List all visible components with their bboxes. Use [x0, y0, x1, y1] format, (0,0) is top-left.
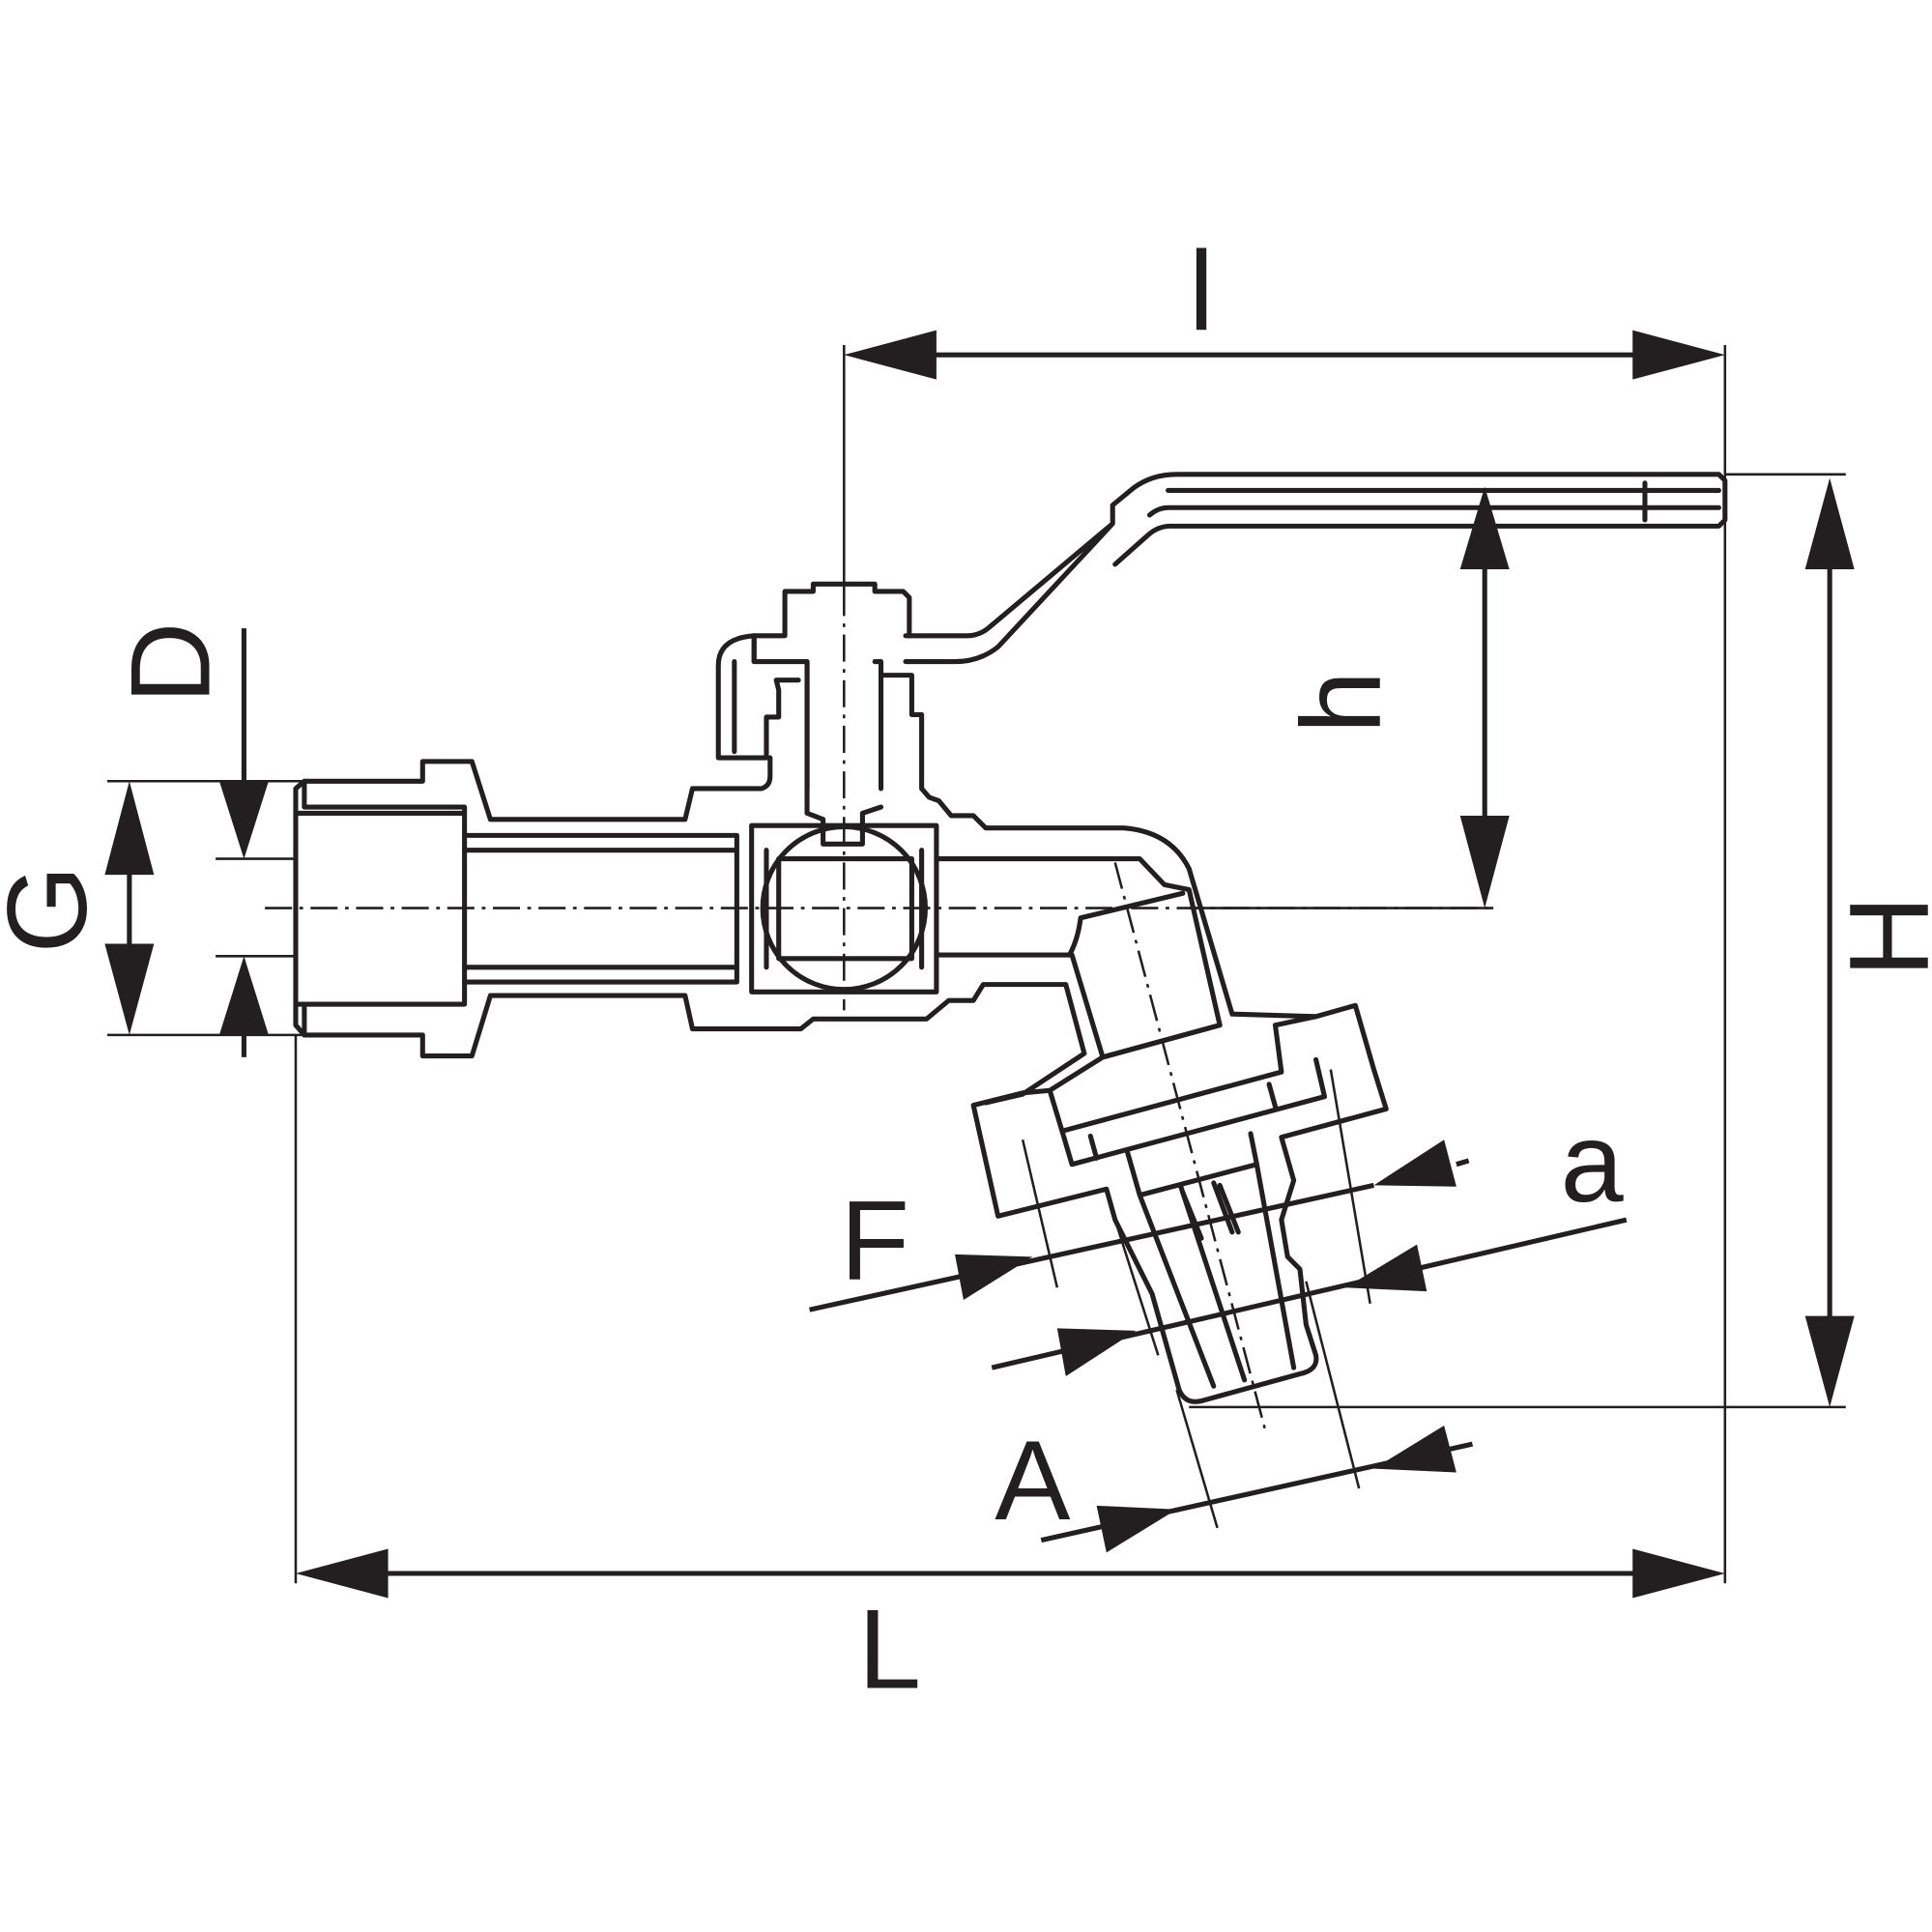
outlet-seat — [1067, 890, 1186, 958]
label-A: A — [995, 1417, 1070, 1543]
arrow-icon — [1459, 815, 1510, 908]
inlet-bore — [293, 778, 468, 1038]
label-L: L — [858, 1586, 921, 1713]
stem-nut — [715, 581, 1319, 1020]
handle-lever — [903, 472, 1728, 665]
arrow-icon — [1804, 477, 1855, 569]
arrow-icon — [1632, 1548, 1725, 1599]
label-a: a — [1561, 1099, 1625, 1226]
ball — [760, 823, 928, 993]
arrow-icon — [1373, 1139, 1456, 1187]
label-h: h — [1278, 671, 1404, 734]
inlet-pipe — [462, 832, 739, 985]
arrow-icon — [1632, 330, 1725, 380]
label-l: l — [1189, 228, 1214, 355]
ball-bore — [776, 856, 914, 962]
label-F: F — [840, 1176, 909, 1303]
stem — [732, 633, 884, 847]
label-G: G — [0, 865, 110, 953]
label-D: D — [107, 622, 234, 705]
label-H: H — [1826, 896, 1932, 978]
arrow-icon — [844, 330, 937, 380]
dim-line-F — [809, 1182, 1375, 1312]
arrow-icon — [218, 956, 269, 1035]
inlet-nut — [293, 755, 1087, 1106]
outlet-flange — [1047, 1023, 1328, 1168]
arrow-icon — [1459, 486, 1510, 569]
arrow-icon — [955, 1254, 1033, 1300]
outlet-centerline — [1113, 862, 1268, 1436]
arrow-icon — [1345, 1244, 1427, 1292]
arrow-icon — [1096, 1505, 1177, 1553]
arrow-icon — [295, 1548, 389, 1599]
valve-body — [749, 822, 939, 995]
hose-connector — [1124, 1131, 1297, 1389]
connector-threads — [1180, 1180, 1241, 1241]
arrow-icon — [1373, 1426, 1456, 1473]
arrow-icon — [104, 943, 155, 1035]
outlet-bore — [934, 856, 1223, 1060]
handle-grip — [1146, 480, 1721, 523]
arrow-icon — [1056, 1328, 1137, 1377]
arrow-icon — [104, 781, 155, 876]
arrow-icon — [1804, 1315, 1855, 1407]
ext-lines-outlet — [1021, 1069, 1371, 1529]
outlet-nut — [970, 1002, 1389, 1404]
dim-tail-F — [1456, 1158, 1470, 1168]
arrow-icon — [218, 781, 269, 859]
